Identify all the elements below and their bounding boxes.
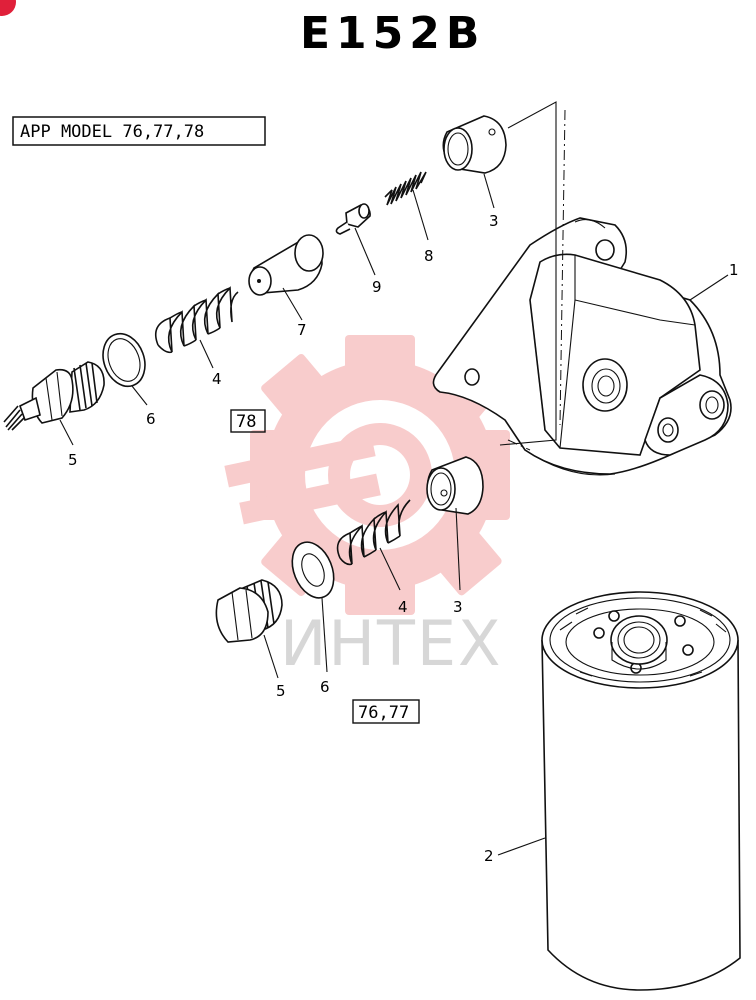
svg-text:76,77: 76,77: [358, 703, 409, 723]
part-5-switch-top: [3, 361, 105, 446]
part-7-piston: [248, 234, 324, 321]
part-6-washer-bottom: [291, 541, 335, 673]
diagram-title: E152B: [300, 8, 485, 59]
assembly-leader: [499, 101, 557, 446]
applicable-models-box: APP MODEL 76,77,78: [12, 116, 266, 146]
part-1-filter-head: [432, 109, 732, 476]
callout-3-bottom: 3: [453, 598, 463, 616]
callout-6-top: 6: [146, 410, 156, 428]
part-3-sleeve-bottom: [426, 456, 484, 591]
variant-label-76-77: 76,77: [352, 699, 420, 724]
callout-9: 9: [372, 278, 382, 296]
part-8-small-spring: [384, 171, 429, 241]
callout-7: 7: [297, 321, 307, 339]
watermark-text: ИНТЕХ: [280, 607, 503, 680]
callout-4-bottom: 4: [398, 598, 408, 616]
callout-5-top: 5: [68, 451, 78, 469]
part-6-gasket-top: [102, 332, 148, 406]
callout-6-bottom: 6: [320, 678, 330, 696]
watermark-logo: [224, 335, 510, 615]
part-4-spring-bottom: [336, 499, 411, 591]
callout-8: 8: [424, 247, 434, 265]
part-5-plug-bottom: [215, 579, 283, 679]
callout-3-top: 3: [489, 212, 499, 230]
svg-text:APP MODEL 76,77,78: APP MODEL 76,77,78: [20, 122, 204, 142]
callout-2: 2: [484, 847, 494, 865]
variant-label-78: 78: [230, 409, 266, 433]
part-3-sleeve-top: [442, 115, 507, 209]
part-9-poppet-pin: [335, 203, 376, 276]
svg-text:78: 78: [236, 412, 256, 432]
part-2-filter-cartridge: [497, 591, 741, 991]
corner-badge: [0, 0, 16, 16]
callout-4-top: 4: [212, 370, 222, 388]
callout-5-bottom: 5: [276, 682, 286, 700]
callout-1: 1: [729, 261, 739, 279]
part-4-spring-top: [154, 286, 239, 369]
